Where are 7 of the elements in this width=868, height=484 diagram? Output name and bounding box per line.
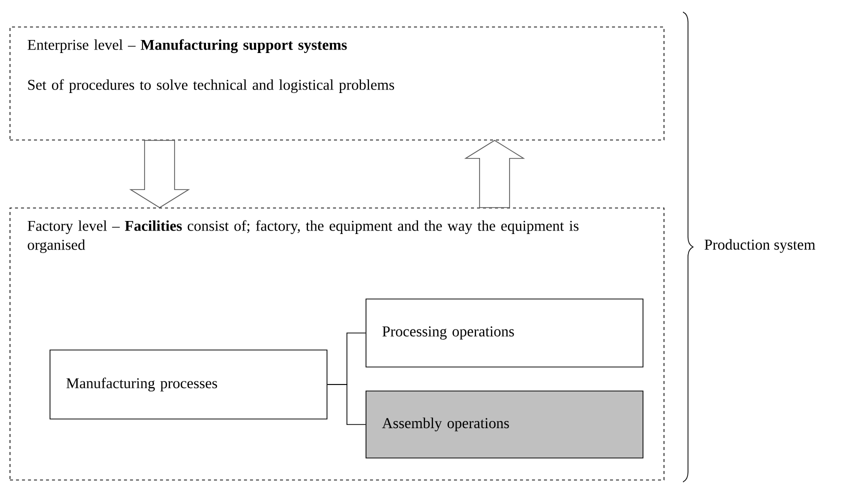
- process-box: Manufacturing processes: [50, 350, 328, 420]
- connector-line: [327, 384, 366, 425]
- block-arrow: [129, 140, 190, 208]
- dashed-box: Enterprise level – Manufacturing support systems Set of procedures to solve technical and logistical problems: [10, 26, 664, 140]
- process-box: Processing operations: [366, 298, 644, 368]
- label: Production system: [704, 239, 816, 253]
- process-box: Assembly operations: [366, 390, 644, 458]
